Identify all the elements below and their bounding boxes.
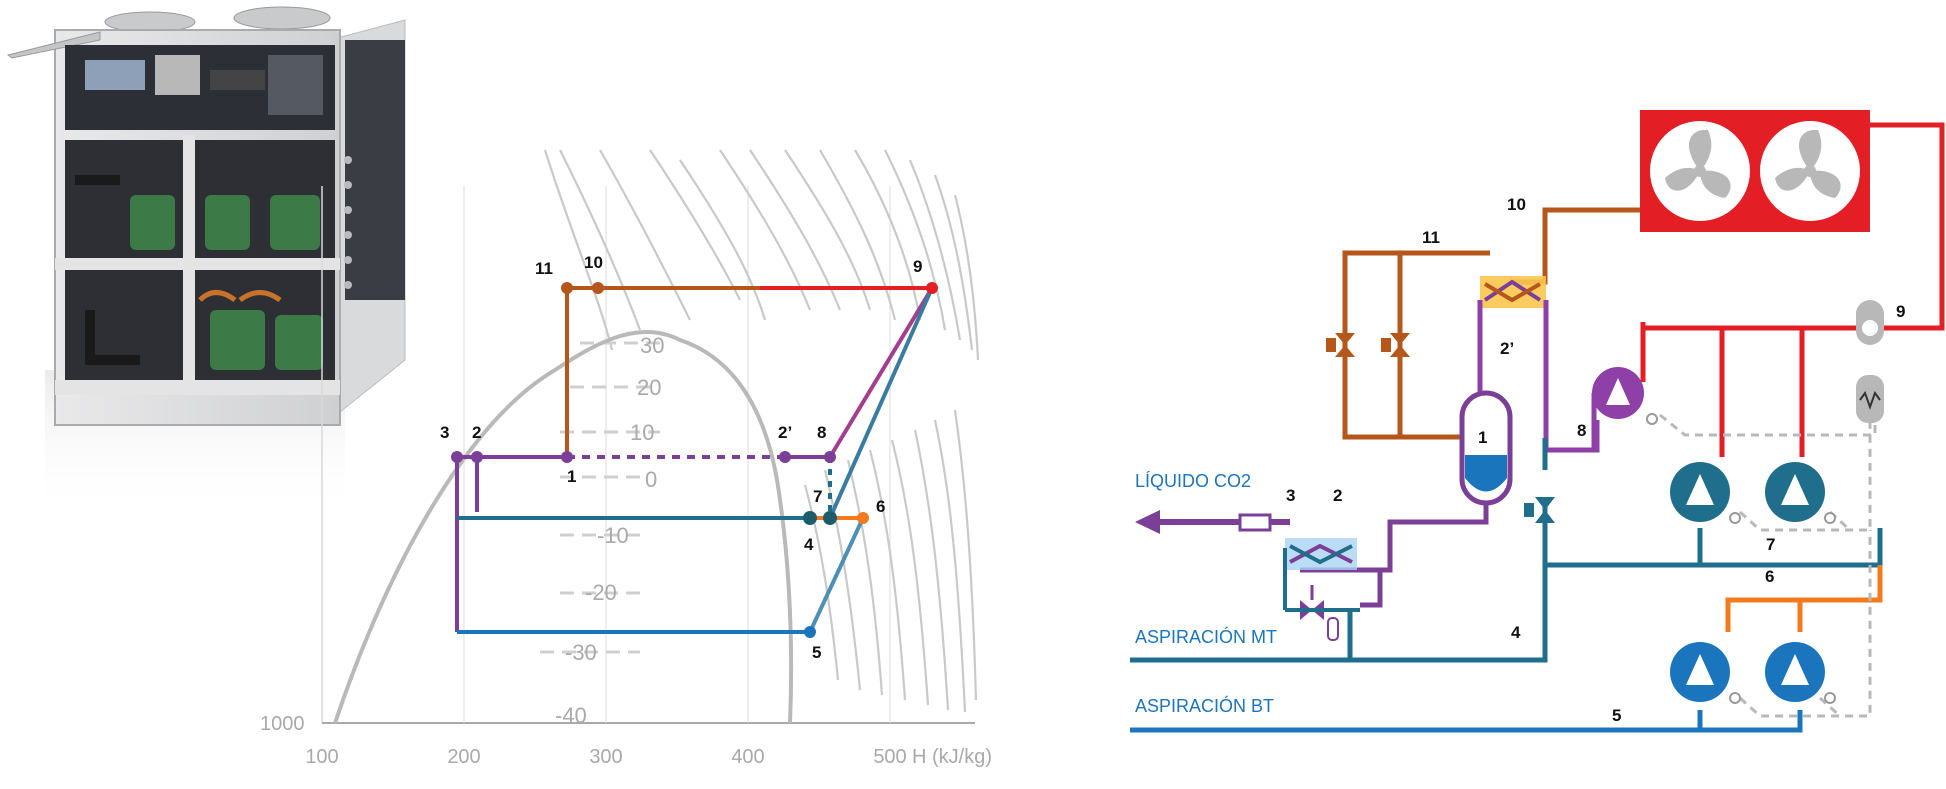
point-5 (804, 626, 816, 638)
fan-2-icon (1775, 129, 1841, 198)
valve-left-icon (1326, 333, 1355, 357)
schem-label-2: 2 (1333, 486, 1342, 505)
receiver-tank (1459, 390, 1513, 506)
compressor-mt-2 (1765, 462, 1836, 524)
open-lid (6, 31, 101, 59)
bt-suction-label: ASPIRACIÓN BT (1135, 695, 1274, 716)
ph-label-3: 3 (440, 423, 449, 442)
co2-unit-photo (6, 6, 406, 520)
line-5-6 (808, 517, 865, 633)
schem-label-7: 7 (1766, 535, 1775, 554)
ph-label-10: 10 (584, 253, 603, 272)
point-9 (926, 282, 938, 294)
x-tick-500: 500 (873, 746, 906, 768)
compressor-8 (1591, 367, 1658, 450)
ph-diagram: 30 20 10 0 -10 -20 -30 -40 100 200 300 4… (260, 149, 992, 768)
heat-exchanger-bottom (1283, 538, 1360, 641)
flash-gas-valve-icon (1524, 497, 1555, 523)
line-7-9 (828, 287, 934, 519)
schem-label-3: 3 (1286, 486, 1295, 505)
isotherm-label-minus30: -30 (565, 640, 597, 665)
ph-label-6: 6 (876, 497, 885, 516)
ph-label-9: 9 (913, 257, 922, 276)
schem-label-2p: 2’ (1500, 339, 1514, 358)
flash-gas-piping (1477, 300, 1600, 453)
schem-label-8: 8 (1577, 421, 1586, 440)
bt-suction-piping (1130, 710, 1803, 733)
liquid-filter-icon (1238, 513, 1272, 532)
saturation-dome (333, 330, 794, 724)
x-tick-300: 300 (589, 746, 622, 768)
ph-label-5: 5 (812, 643, 821, 662)
ph-label-1: 1 (567, 467, 576, 486)
isentropic-lines (543, 149, 980, 713)
oil-separator (1856, 300, 1884, 345)
isotherm-label-10: 10 (630, 420, 654, 445)
schem-label-4: 4 (1511, 623, 1521, 642)
pressure-label: 1000 (260, 713, 305, 735)
expansion-valves (1326, 333, 1410, 357)
point-11 (561, 282, 573, 294)
point-6 (857, 512, 869, 524)
x-tick-200: 200 (447, 746, 480, 768)
top-fan-2 (233, 6, 331, 30)
compressor-bt-2 (1765, 642, 1836, 704)
schem-label-1: 1 (1478, 428, 1487, 447)
point-4 (803, 511, 817, 525)
isotherm-label-20: 20 (637, 375, 661, 400)
schem-label-6: 6 (1765, 567, 1774, 586)
fan-1-icon (1665, 129, 1731, 198)
schem-label-10: 10 (1507, 195, 1526, 214)
compressor-group-lower (210, 310, 323, 370)
receiver-liquid (1465, 455, 1507, 492)
discharge-piping (1640, 122, 1945, 457)
x-axis-unit: H (kJ/kg) (912, 746, 992, 768)
ph-label-7: 7 (813, 487, 822, 506)
point-2 (471, 451, 483, 463)
ph-label-11: 11 (535, 259, 553, 278)
point-1 (561, 451, 573, 463)
isotherm-label-minus40: -40 (555, 703, 587, 728)
gas-cooler (1640, 110, 1870, 232)
isotherm-label-minus20: -20 (585, 580, 617, 605)
refrigeration-schematic: LÍQUIDO CO2 ASPIRACIÓN MT ASPIRACIÓN BT … (1130, 110, 1945, 733)
line-8-9 (828, 286, 934, 459)
isotherm-label-30: 30 (640, 333, 664, 358)
point-7 (823, 511, 837, 525)
cycle-points (451, 282, 938, 638)
isotherm-label-minus10: -10 (597, 523, 629, 548)
isotherm-label-0: 0 (645, 467, 657, 492)
compressor-group-upper (130, 195, 320, 250)
point-10 (592, 282, 604, 294)
liquid-co2-label: LÍQUIDO CO2 (1135, 471, 1251, 491)
ph-label-4: 4 (804, 535, 814, 554)
ph-label-2p: 2’ (778, 423, 792, 442)
point-8 (824, 451, 836, 463)
ph-label-2: 2 (472, 423, 481, 442)
ph-label-8: 8 (817, 423, 826, 442)
cycle-lines (455, 286, 934, 634)
bulb-icon (1327, 617, 1339, 641)
point-2p (779, 451, 791, 463)
x-tick-400: 400 (731, 746, 764, 768)
heat-exchanger-top (1480, 276, 1546, 308)
compressor-mt-1 (1670, 462, 1741, 524)
valve-right-icon (1381, 333, 1410, 357)
bt-discharge-piping (1725, 565, 1883, 632)
oil-cooler (1856, 375, 1884, 423)
point-3 (451, 451, 463, 463)
schem-label-9: 9 (1896, 302, 1905, 321)
liquid-outlet-arrow (1135, 510, 1290, 534)
x-tick-100: 100 (305, 746, 338, 768)
isotherm-lines (540, 341, 660, 654)
schem-label-11: 11 (1422, 228, 1440, 247)
unit-side-grille (345, 40, 405, 300)
compressor-bt-1 (1670, 642, 1741, 704)
schem-label-5: 5 (1612, 706, 1621, 725)
mt-suction-label: ASPIRACIÓN MT (1135, 626, 1277, 647)
